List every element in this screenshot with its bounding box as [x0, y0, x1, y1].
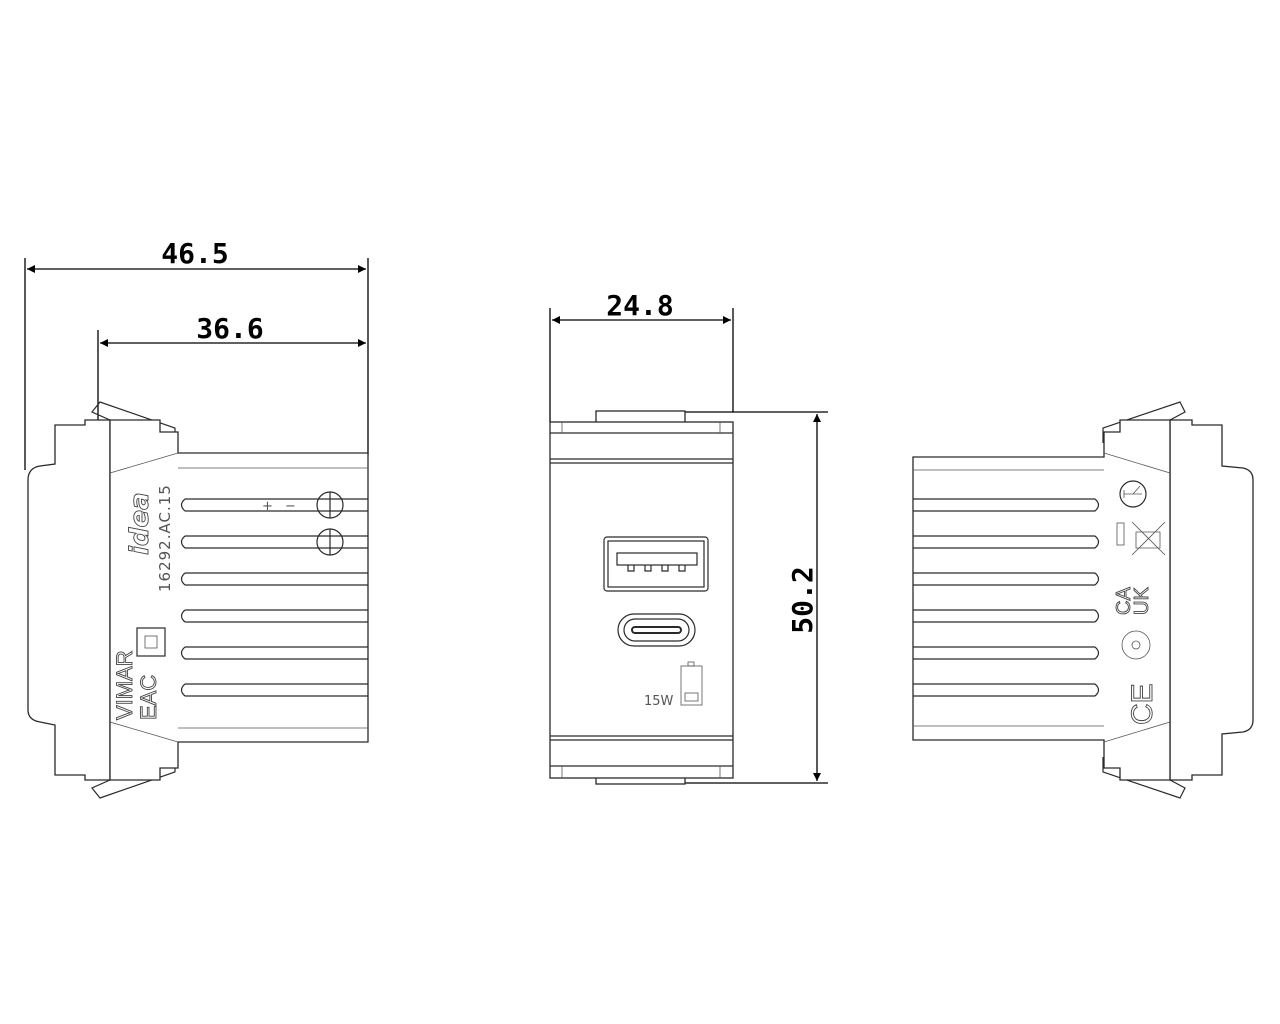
- front-bezel: [1169, 419, 1254, 781]
- terminal-minus-label: −: [285, 499, 296, 514]
- front-bezel: [27, 419, 111, 781]
- dimension-width: 24.8: [549, 289, 734, 422]
- dimension-body-depth: 36.6: [97, 312, 366, 425]
- approval-mark-icon: [1119, 480, 1147, 508]
- left-side-view: 46.5 36.6 + − idea 16292.AC.15: [24, 237, 369, 799]
- weee-bin-icon: [1131, 521, 1166, 556]
- ce-mark: CE: [1126, 683, 1159, 725]
- dimension-height: 50.2: [685, 411, 828, 784]
- bar-mark-icon: [1116, 522, 1125, 546]
- ventilation-slots: [180, 498, 368, 697]
- ukca-mark-uk: UK: [1131, 587, 1153, 615]
- usb-a-port: [603, 536, 709, 592]
- right-side-view: UK CA CE: [912, 401, 1254, 799]
- dimension-label: 36.6: [196, 312, 263, 345]
- product-code: 16292.AC.15: [156, 484, 174, 592]
- dimension-label: 50.2: [786, 566, 819, 633]
- dimension-label: 46.5: [161, 237, 228, 270]
- dimension-label: 24.8: [606, 289, 673, 322]
- label-square: [136, 627, 166, 657]
- battery-icon: [680, 661, 703, 706]
- recycle-mark-icon: [1121, 630, 1151, 660]
- brand-vimar: VIMAR: [112, 650, 137, 720]
- idea-logo: idea: [125, 492, 155, 555]
- eac-mark: EAC: [136, 675, 161, 720]
- power-label: 15W: [644, 694, 674, 709]
- module-body: [912, 419, 1171, 781]
- usb-c-port: [617, 613, 696, 647]
- dimension-overall-depth: 46.5: [24, 237, 369, 470]
- module-body: [109, 419, 369, 781]
- front-plate: [549, 421, 734, 779]
- ukca-mark-ca: CA: [1113, 587, 1135, 615]
- ventilation-slots: [913, 498, 1100, 697]
- terminal-plus-label: +: [262, 499, 273, 514]
- front-view: 24.8 50.2 15W: [549, 289, 828, 785]
